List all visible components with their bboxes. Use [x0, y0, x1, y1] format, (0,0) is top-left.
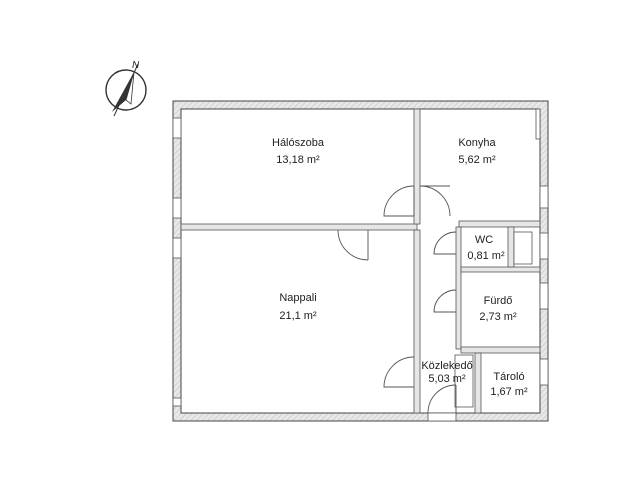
room-area-nappali: 21,1 m²	[279, 310, 317, 322]
window-living	[172, 237, 182, 259]
north-arrow-outline-icon	[125, 71, 135, 105]
room-area-kozlekedo: 5,03 m²	[428, 373, 466, 385]
room-area-wc: 0,81 m²	[467, 250, 505, 262]
room-area-haloszoba: 13,18 m²	[276, 154, 320, 166]
room-name-furdo: Fürdő	[484, 295, 513, 307]
doors	[337, 185, 457, 414]
door-corridor-living	[383, 356, 415, 388]
compass-circle	[105, 69, 147, 111]
room-labels: Hálószoba 13,18 m² Konyha 5,62 m² WC 0,8…	[272, 137, 528, 398]
window-bedroom-2	[172, 197, 182, 219]
wall-wc-bath	[460, 266, 541, 273]
window-storage	[539, 358, 549, 386]
corridor-cabinet	[454, 354, 474, 408]
door-bath	[433, 289, 457, 313]
wall-bedroom-living	[180, 223, 418, 231]
room-name-haloszoba: Hálószoba	[272, 137, 325, 149]
door-entrance	[427, 384, 457, 414]
window-bath	[539, 282, 549, 310]
window-living-2	[172, 397, 182, 407]
wall-wet-block-left	[455, 226, 462, 350]
wall-bath-storage	[460, 346, 541, 354]
window-wc	[539, 232, 549, 260]
room-area-konyha: 5,62 m²	[458, 154, 496, 166]
wall-living-corridor	[413, 229, 421, 414]
compass: N	[105, 60, 147, 117]
room-name-tarolo: Tároló	[493, 371, 524, 383]
north-arrow-icon	[112, 72, 134, 112]
room-name-nappali: Nappali	[279, 292, 316, 304]
wall-shaft	[507, 226, 515, 268]
wall-storage-left	[474, 352, 482, 414]
room-area-furdo: 2,73 m²	[479, 311, 517, 323]
window-kitchen	[535, 108, 541, 140]
window-kitchen-2	[539, 185, 549, 209]
door-wc	[433, 231, 457, 255]
door-kitchen	[419, 185, 451, 217]
shaft-void	[513, 231, 533, 265]
compass-north-label: N	[132, 60, 140, 71]
wall-kitchen-bottom	[458, 220, 541, 228]
room-area-tarolo: 1,67 m²	[490, 386, 528, 398]
window-bedroom	[172, 117, 182, 139]
interior-walls	[172, 108, 549, 422]
room-name-wc: WC	[475, 234, 493, 246]
door-bedroom	[383, 185, 415, 217]
room-name-kozlekedo: Közlekedő	[421, 360, 472, 372]
door-living	[337, 229, 369, 261]
entrance-opening	[427, 412, 457, 422]
room-name-konyha: Konyha	[458, 137, 496, 149]
wall-bedroom-kitchen	[413, 108, 421, 225]
